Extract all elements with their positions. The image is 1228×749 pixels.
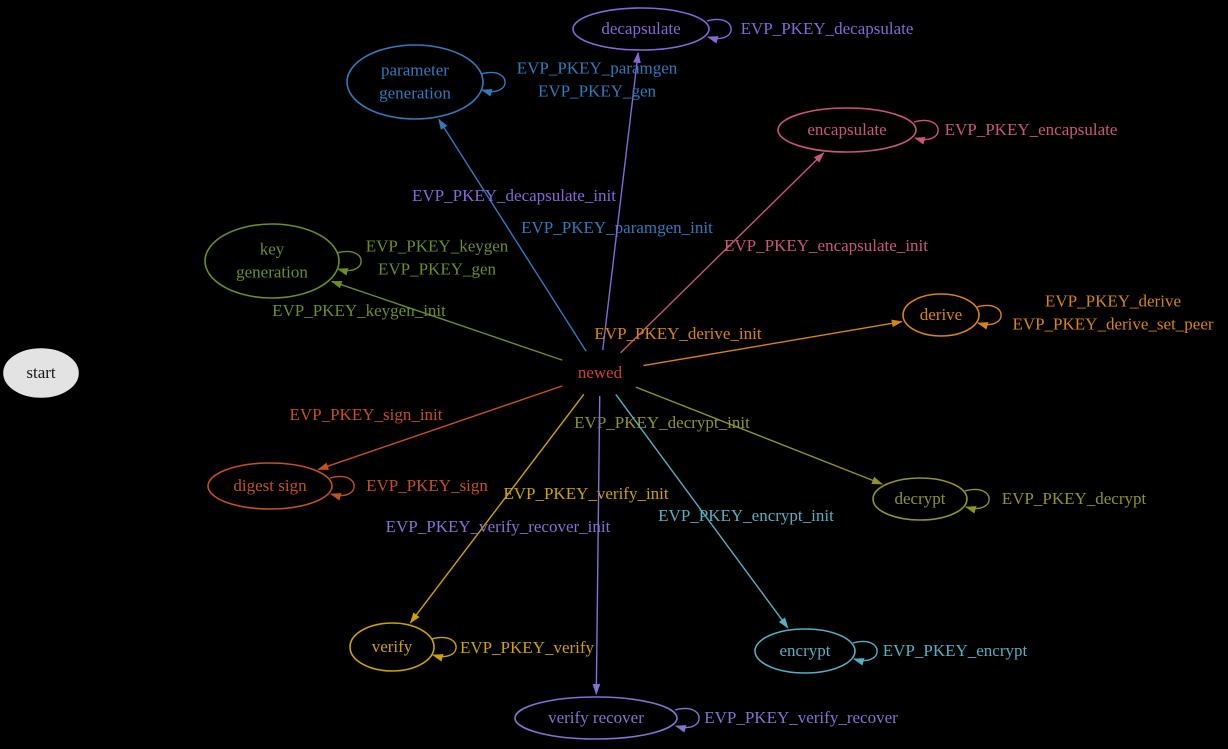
edge-newed-to-decapsulate-label: EVP_PKEY_decapsulate_init [412,186,616,205]
node-verify-recover-self-loop-arrow [674,707,700,733]
node-label-line: newed [578,363,623,382]
node-decrypt-label: decrypt [895,489,946,508]
node-decapsulate-self-loop-label: EVP_PKEY_decapsulate [741,19,914,38]
node-label-line: encapsulate [807,120,886,139]
node-label-line: digest sign [233,476,307,495]
node-label-line: generation [236,263,308,282]
edge-newed-to-verify-recover-label: EVP_PKEY_verify_recover_init [386,517,611,536]
edge-newed-to-verify-arrow [409,393,585,624]
edge-newed-to-digest-sign-label: EVP_PKEY_sign_init [289,405,442,424]
node-label-line: verify [372,637,413,656]
node-verify-self-loop-label: EVP_PKEY_verify [460,638,595,657]
node-verify-recover-label: verify recover [548,708,644,727]
node-label-line: decrypt [895,489,946,508]
node-label-line: derive [920,305,962,324]
node-derive-self-loop-arrow [976,304,1002,330]
loop-label-line: EVP_PKEY_verify_recover [704,708,898,727]
node-verify-self-loop-arrow [431,636,457,662]
node-encrypt-self-loop-label: EVP_PKEY_encrypt [883,641,1028,660]
node-label-line: verify recover [548,708,644,727]
node-verify-recover-ellipse [514,696,678,740]
edge-newed-to-verify-recover-arrow [592,395,601,696]
node-decapsulate-label: decapsulate [601,19,680,38]
node-derive-ellipse [902,293,980,337]
edge-newed-to-digest-sign-arrow [317,385,563,471]
edge-newed-to-decrypt-label: EVP_PKEY_decrypt_init [574,413,750,432]
edge-newed-to-encrypt-arrow [615,394,789,629]
node-label-line: start [26,363,56,382]
edge-newed-to-verify-label: EVP_PKEY_verify_init [503,484,669,503]
loop-label-line: EVP_PKEY_encrypt [883,641,1028,660]
edge-newed-to-derive-arrow [643,319,903,367]
node-digest-sign-label: digest sign [233,476,307,495]
loop-label-line: EVP_PKEY_decapsulate [741,19,914,38]
edge-newed-to-decapsulate-arrow [602,51,641,351]
node-parameter-generation-self-loop-arrow [480,71,506,97]
loop-label-line: EVP_PKEY_gen [538,82,657,101]
node-decapsulate-self-loop-arrow [706,18,732,44]
node-parameter-generation-label: parameter generation [379,61,451,103]
node-label-line: decapsulate [601,19,680,38]
edge-newed-to-decrypt-arrow [635,386,883,485]
edge-newed-to-derive-label: EVP_PKEY_derive_init [594,324,761,343]
node-key-generation-self-loop-arrow [336,250,362,276]
loop-label-line: EVP_PKEY_paramgen [517,59,678,78]
loop-label-line: EVP_PKEY_verify [460,638,595,657]
node-encrypt-label: encrypt [780,641,831,660]
edge-newed-to-encrypt-label: EVP_PKEY_encrypt_init [658,506,834,525]
node-encapsulate-self-loop-arrow [913,119,939,145]
node-digest-sign-self-loop-label: EVP_PKEY_sign [366,476,488,495]
node-verify-label: verify [372,637,413,656]
edge-newed-to-encapsulate-label: EVP_PKEY_encapsulate_init [724,236,928,255]
node-verify-ellipse [349,622,435,672]
node-encapsulate-label: encapsulate [807,120,886,139]
node-parameter-generation-ellipse [346,44,484,120]
node-start-ellipse [3,348,79,398]
edge-newed-to-parameter-generation-arrow [438,118,587,352]
node-label-line: generation [379,84,451,103]
node-digest-sign-self-loop-arrow [329,475,355,501]
node-verify-recover-self-loop-label: EVP_PKEY_verify_recover [704,708,898,727]
node-derive-label: derive [920,305,962,324]
node-encrypt-self-loop-arrow [852,640,878,666]
node-newed-label: newed [578,363,623,382]
node-start-label: start [26,363,56,382]
node-decrypt-self-loop-arrow [964,488,990,514]
node-encapsulate-self-loop-label: EVP_PKEY_encapsulate [945,120,1118,139]
loop-label-line: EVP_PKEY_derive [1045,292,1181,311]
loop-label-line: EVP_PKEY_gen [378,260,497,279]
edge-newed-to-key-generation-label: EVP_PKEY_keygen_init [272,301,446,320]
node-label-line: parameter [381,61,449,80]
node-decrypt-self-loop-label: EVP_PKEY_decrypt [1002,489,1147,508]
node-decrypt-ellipse [872,477,968,521]
edge-newed-to-key-generation-arrow [330,280,563,361]
node-decapsulate-ellipse [572,7,710,51]
node-label-line: encrypt [780,641,831,660]
node-key-generation-label: key generation [236,240,308,282]
loop-label-line: EVP_PKEY_decrypt [1002,489,1147,508]
loop-label-line: EVP_PKEY_derive_set_peer [1012,315,1213,334]
node-label-line: key [260,240,285,259]
loop-label-line: EVP_PKEY_encapsulate [945,120,1118,139]
node-encrypt-ellipse [754,628,856,674]
node-key-generation-ellipse [204,223,340,299]
node-digest-sign-ellipse [207,462,333,510]
edge-newed-to-encapsulate-arrow [620,152,825,354]
loop-label-line: EVP_PKEY_sign [366,476,488,495]
loop-label-line: EVP_PKEY_keygen [366,237,509,256]
node-encapsulate-ellipse [777,107,917,153]
